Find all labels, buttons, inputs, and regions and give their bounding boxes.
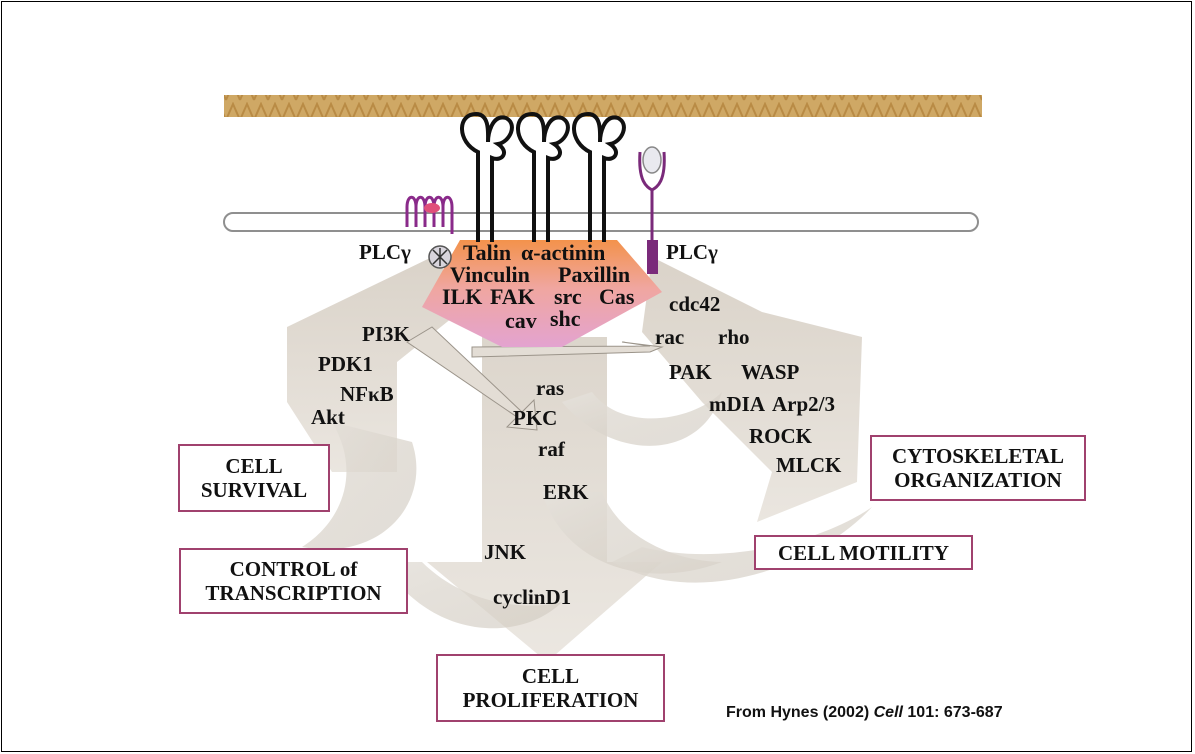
cell-survival-line-1: CELL [180,454,328,478]
ilk-label: ILK [442,286,482,308]
plasma-membrane [224,213,978,231]
cdc42-label: cdc42 [669,294,720,315]
mdia-label: mDIA [709,394,765,415]
ras-label: ras [536,378,564,399]
akt-label: Akt [311,407,345,428]
shc-label: shc [550,308,581,330]
erk-label: ERK [543,482,589,503]
control-transcription-line-1: CONTROL of [181,557,406,581]
pak-label: PAK [669,362,712,383]
cytoskeletal-line-2: ORGANIZATION [872,468,1084,492]
plcg-right-label: PLCγ [666,242,718,263]
citation-journal: Cell [874,704,903,721]
mlck-label: MLCK [776,455,841,476]
rtk-receptor-icon [640,147,665,274]
gpcr-receptor-icon [407,197,452,268]
rock-label: ROCK [749,426,812,447]
cytoskeletal-line-1: CYTOSKELETAL [872,444,1084,468]
control-transcription-box: CONTROL of TRANSCRIPTION [179,548,408,614]
fak-label: FAK [490,286,535,308]
control-transcription-line-2: TRANSCRIPTION [181,581,406,605]
citation-prefix: From Hynes (2002) [726,704,874,721]
jnk-label: JNK [484,542,526,563]
cell-motility-line-1: CELL MOTILITY [756,541,971,565]
vinculin-label: Vinculin [450,264,530,286]
paxillin-label: Paxillin [558,264,630,286]
cell-proliferation-box: CELL PROLIFERATION [436,654,665,722]
plcg-left-label: PLCγ [359,242,411,263]
cyclind1-label: cyclinD1 [493,587,571,608]
cav-label: cav [505,310,537,332]
arp23-label: Arp2/3 [772,394,835,415]
cytoskeletal-organization-box: CYTOSKELETAL ORGANIZATION [870,435,1086,501]
rho-label: rho [718,327,750,348]
citation-suffix: 101: 673-687 [903,704,1003,721]
rac-label: rac [655,327,684,348]
pi3k-label: PI3K [362,324,410,345]
wasp-label: WASP [741,362,799,383]
cell-survival-line-2: SURVIVAL [180,478,328,502]
nfkb-label: NFκB [340,384,394,405]
pdk1-label: PDK1 [318,354,373,375]
alpha-actinin-label: α-actinin [521,242,605,264]
talin-label: Talin [463,242,511,264]
cell-survival-box: CELL SURVIVAL [178,444,330,512]
extracellular-matrix-band [224,95,982,117]
src-label: src [554,286,582,308]
pkc-label: PKC [513,408,557,429]
cas-label: Cas [599,286,634,308]
cell-motility-box: CELL MOTILITY [754,535,973,570]
cell-proliferation-line-2: PROLIFERATION [438,688,663,712]
raf-label: raf [538,439,565,460]
cell-proliferation-line-1: CELL [438,664,663,688]
source-citation: From Hynes (2002) Cell 101: 673-687 [726,704,1003,722]
